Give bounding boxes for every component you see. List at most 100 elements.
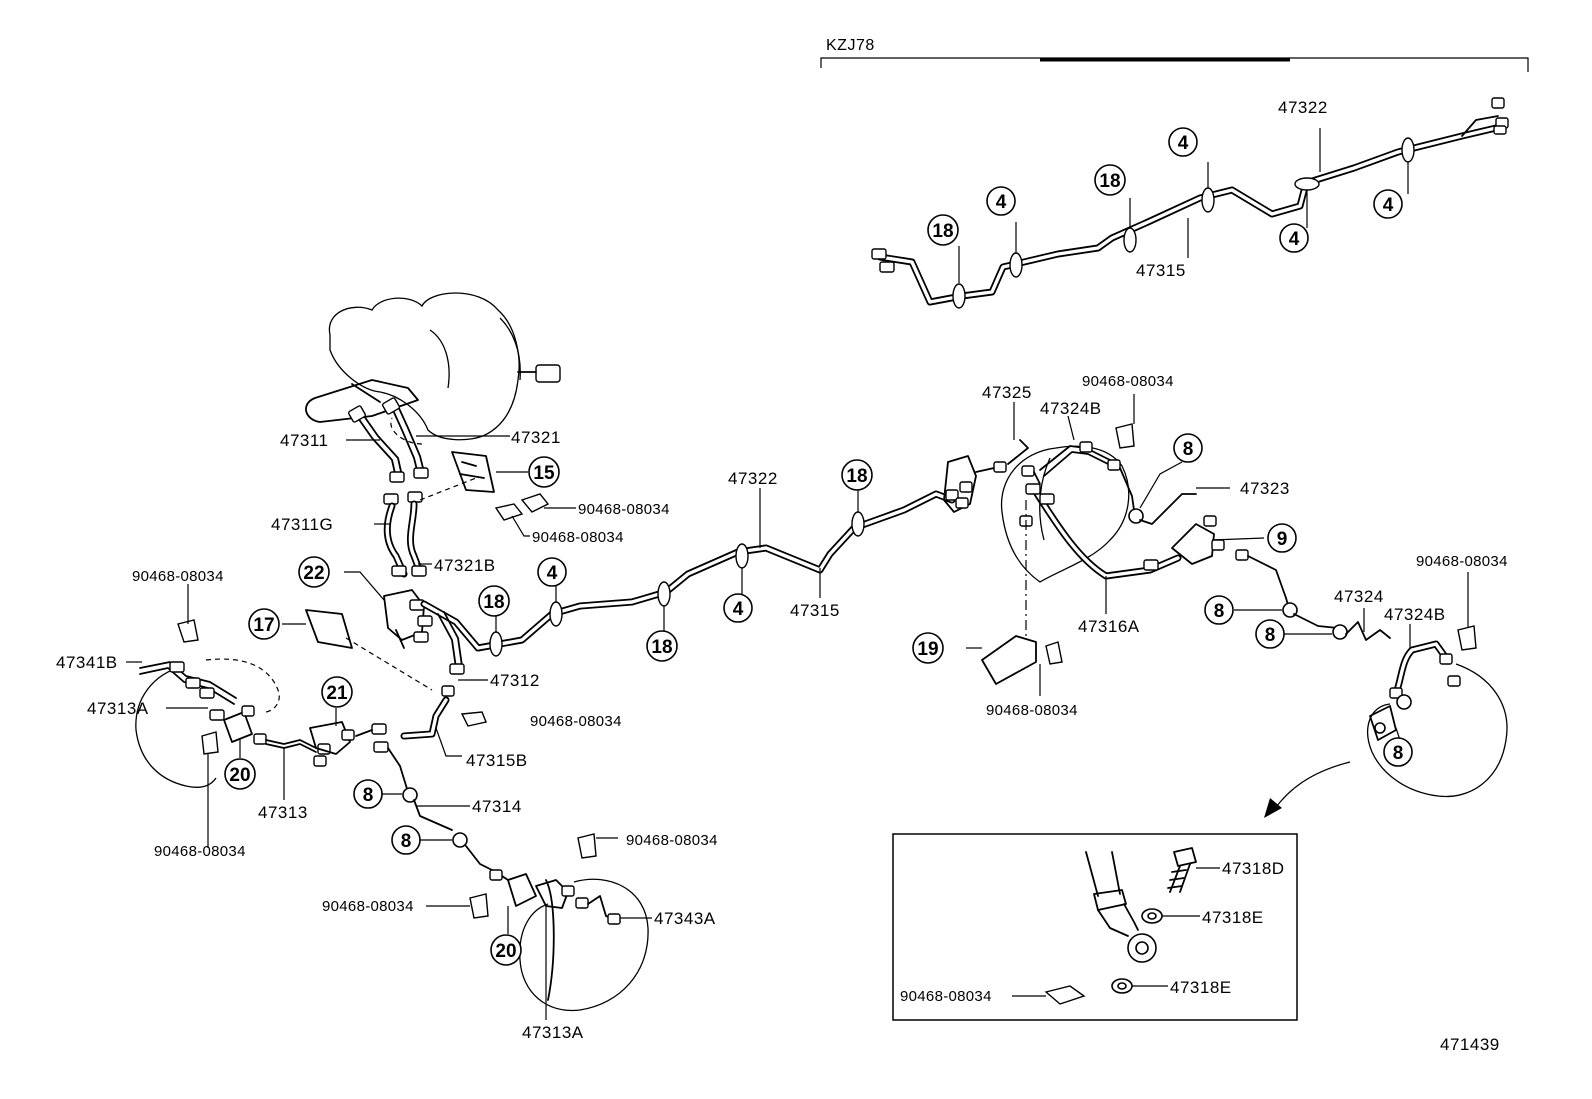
tube-clamp — [851, 511, 865, 537]
part-label: 47313 — [258, 803, 308, 822]
svg-text:8: 8 — [1183, 439, 1194, 460]
ref-callout: 4 — [1373, 189, 1403, 219]
svg-text:19: 19 — [917, 639, 938, 660]
rear-junction — [943, 439, 1041, 513]
svg-text:8: 8 — [1265, 625, 1276, 646]
part-label: 47311G — [271, 515, 333, 534]
tube-clamp — [1401, 137, 1415, 163]
svg-text:18: 18 — [1099, 171, 1120, 192]
part-label: 47323 — [1240, 479, 1290, 498]
part-label: 47325 — [982, 383, 1032, 402]
ref-callout: 18 — [927, 214, 959, 246]
tube-clamp — [952, 283, 966, 309]
svg-text:8: 8 — [363, 785, 374, 806]
main-brake-tube — [400, 488, 956, 757]
part-label: 47343A — [654, 909, 716, 928]
ref-callout: 8 — [353, 779, 383, 809]
rear-brake-right — [1367, 663, 1508, 798]
svg-text:4: 4 — [547, 563, 558, 584]
brake-booster — [305, 292, 561, 445]
part-label: 47318D — [1222, 859, 1285, 878]
tube-fitting — [871, 97, 1509, 273]
part-label: 47324B — [1384, 605, 1446, 624]
part-label: 47312 — [490, 671, 540, 690]
rear-axle-housing — [1000, 445, 1130, 583]
clamp-ring — [402, 787, 418, 803]
clip-label: 90468-08034 — [900, 988, 992, 1005]
clip — [469, 893, 489, 919]
part-labels: 47322 47315 47311 47321 47311G 47321B 47… — [56, 98, 1507, 1054]
svg-text:8: 8 — [1393, 743, 1404, 764]
svg-text:15: 15 — [533, 463, 555, 484]
ref-callout: 21 — [321, 676, 353, 708]
part-label: 47324B — [1040, 399, 1102, 418]
ref-callout: 8 — [1204, 595, 1234, 625]
ref-callout: 8 — [1383, 737, 1413, 767]
detail-inset — [892, 833, 1298, 1021]
part-label: 47324 — [1334, 587, 1384, 606]
part-label: 47321 — [511, 428, 561, 447]
left-front-brake — [135, 658, 389, 788]
svg-text:20: 20 — [229, 765, 250, 786]
ref-callout: 19 — [912, 632, 944, 664]
part-label: 47313A — [87, 699, 149, 718]
tube-47314 — [387, 747, 621, 925]
tube-clamp — [657, 581, 671, 607]
ref-callout: 18 — [1094, 164, 1126, 196]
clip — [1045, 641, 1063, 665]
ref-callout: 22 — [298, 556, 330, 588]
clip-label: 90468-08034 — [1082, 373, 1174, 390]
ref-callout: 8 — [1255, 619, 1285, 649]
reference-callouts: 4 4 4 4 18 18 15 22 17 18 4 4 18 18 8 9 … — [224, 127, 1413, 966]
ref-callout: 9 — [1267, 523, 1297, 553]
clip-label: 90468-08034 — [132, 568, 224, 585]
svg-text:8: 8 — [401, 831, 412, 852]
tube-clamp — [1294, 177, 1320, 191]
clamp-ring — [1396, 694, 1412, 710]
svg-text:9: 9 — [1277, 529, 1288, 550]
clamp-ring — [1332, 624, 1348, 640]
kzj78-tube-assembly — [871, 97, 1509, 309]
svg-text:21: 21 — [326, 683, 348, 704]
svg-text:4: 4 — [733, 599, 744, 620]
diagram-number: 471439 — [1440, 1035, 1500, 1054]
svg-text:18: 18 — [483, 592, 504, 613]
part-label: 47321B — [434, 556, 496, 575]
part-label: 47316A — [1078, 617, 1140, 636]
clip — [177, 619, 199, 643]
front-brake-left-outline — [135, 665, 217, 788]
svg-text:4: 4 — [1289, 229, 1300, 250]
ref-callout: 20 — [490, 934, 522, 966]
clip-label: 90468-08034 — [532, 529, 624, 546]
part-label: 47315B — [466, 751, 528, 770]
ref-callout: 4 — [723, 593, 753, 623]
svg-text:4: 4 — [1178, 133, 1189, 154]
clip-label: 90468-08034 — [578, 501, 670, 518]
part-label: 47341B — [56, 653, 118, 672]
tube-clamp — [549, 601, 563, 627]
part-label: 47322 — [1278, 98, 1328, 117]
ref-callout: 18 — [841, 459, 873, 491]
tube-clamp — [1123, 227, 1137, 253]
svg-text:22: 22 — [303, 563, 324, 584]
ref-callout: 4 — [537, 557, 567, 587]
ref-callout: 4 — [986, 186, 1016, 216]
svg-text:18: 18 — [932, 221, 953, 242]
svg-text:17: 17 — [253, 615, 274, 636]
tube-clamp — [735, 543, 749, 569]
ref-callout: 20 — [224, 758, 256, 790]
clip — [520, 493, 550, 513]
tube-clamp — [1009, 252, 1023, 278]
clip — [1457, 625, 1477, 651]
ref-callout: 18 — [646, 630, 678, 662]
variant-header: KZJ78 — [820, 37, 1529, 72]
ref-callout: 8 — [391, 825, 421, 855]
clamp-ring — [452, 832, 468, 848]
clip-label: 90468-08034 — [986, 702, 1078, 719]
rear-hoses — [1019, 441, 1461, 710]
clip-label: 90468-08034 — [322, 898, 414, 915]
tube-clamp — [489, 631, 503, 657]
part-label: 47313A — [522, 1023, 584, 1042]
part-label: 47322 — [728, 469, 778, 488]
